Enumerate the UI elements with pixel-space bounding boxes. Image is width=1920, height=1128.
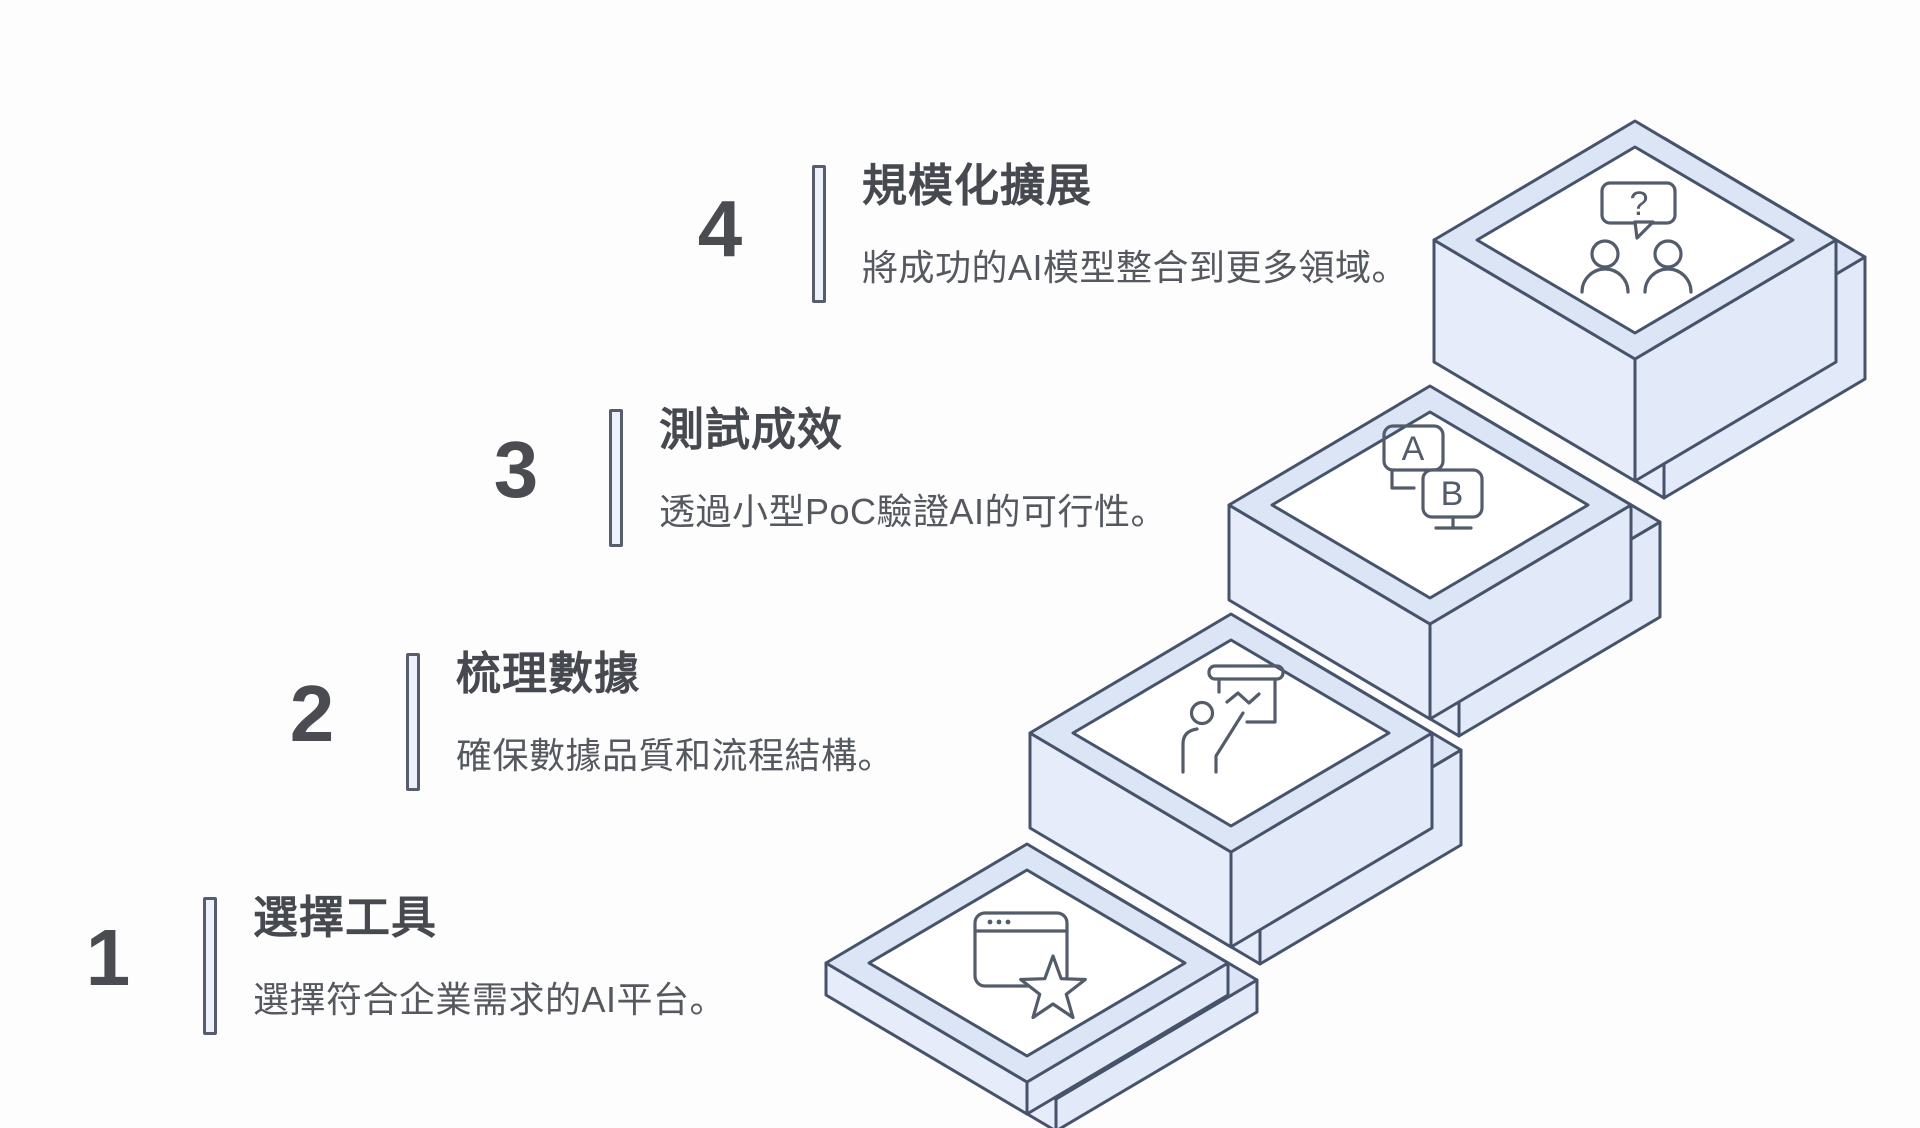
question-mark-glyph: ?	[1630, 185, 1649, 223]
step-4-description: 將成功的AI模型整合到更多領域。	[862, 247, 1409, 288]
step-2-accent-bar	[406, 653, 420, 791]
step-2-description: 確保數據品質和流程結構。	[456, 735, 895, 776]
browser-star-icon	[973, 911, 1087, 1020]
ab-test-label-a: A	[1402, 430, 1425, 468]
presentation-icon	[1181, 664, 1285, 774]
step-4-number: 4	[697, 184, 743, 273]
step-2-title: 梳理數據	[456, 648, 641, 699]
ab-test-icon: A B	[1382, 424, 1484, 530]
step-3-accent-bar	[609, 409, 623, 547]
step-3-number: 3	[493, 425, 539, 514]
step-3-title: 測試成效	[659, 404, 844, 455]
step-4-title: 規模化擴展	[862, 160, 1093, 211]
step-1-number: 1	[85, 913, 131, 1002]
step-1-description: 選擇符合企業需求的AI平台。	[253, 979, 727, 1020]
question-discussion-icon: ?	[1580, 181, 1693, 294]
step-4-accent-bar	[812, 165, 826, 303]
step-1-title: 選擇工具	[253, 892, 438, 943]
ab-test-label-b: B	[1441, 475, 1464, 513]
step-3-description: 透過小型PoC驗證AI的可行性。	[659, 491, 1168, 532]
step-1-accent-bar	[203, 897, 217, 1035]
step-2-number: 2	[289, 669, 335, 758]
